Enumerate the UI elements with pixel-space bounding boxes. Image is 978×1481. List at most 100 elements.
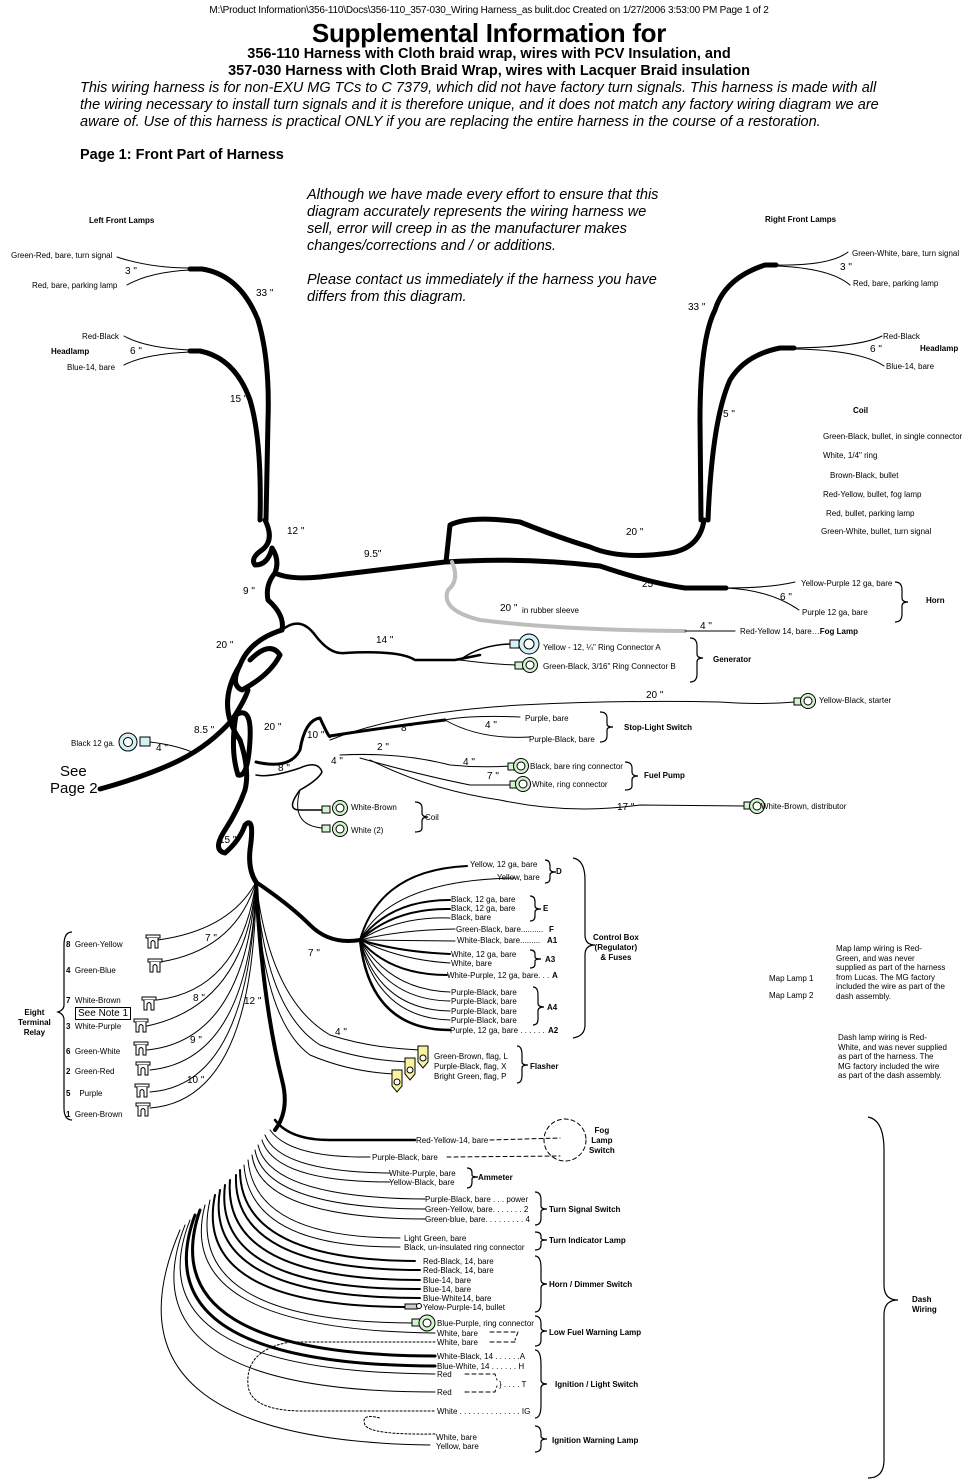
disclaimer-line: sell, error will creep in as the manufac… bbox=[307, 221, 627, 237]
brace-control-box bbox=[572, 857, 596, 1039]
relay-terminal-wire: Green-Blue bbox=[74, 966, 116, 975]
cb-wire-A4d: Purple-Black, bare bbox=[451, 1016, 517, 1025]
horn-dimmer-wire: Blue-White14, bare bbox=[423, 1294, 492, 1303]
len-25: 25 bbox=[642, 579, 654, 590]
len-4-fuel: 4 " bbox=[463, 757, 475, 768]
page-heading: Page 1: Front Part of Harness bbox=[80, 147, 284, 163]
len-20-b: 20 " bbox=[264, 722, 282, 733]
turn-switch-wire-2: Green-Yellow, bare. . . . . . . 2 bbox=[425, 1205, 529, 1214]
wire-lf-2 bbox=[200, 1204, 436, 1334]
relay-terminal-icon bbox=[133, 1018, 149, 1033]
label-right-hl-blue: Blue-14, bare bbox=[886, 362, 935, 371]
flasher-label: Flasher bbox=[530, 1062, 559, 1071]
right-front-lamps-heading: Right Front Lamps bbox=[765, 215, 837, 224]
control-box-label-line: (Regulator) bbox=[594, 943, 638, 952]
wire-cb-D2 bbox=[359, 877, 516, 941]
coil-list-item: Green-White, bullet, turn signal bbox=[821, 527, 932, 536]
ign-wire-A: White-Black, 14 . . . . . .A bbox=[437, 1352, 526, 1361]
len-9-relay: 9 " bbox=[190, 1035, 202, 1046]
ammeter-wire-1: White-Purple, bare bbox=[389, 1169, 456, 1178]
label-right-turn: Green-White, bare, turn signal bbox=[852, 249, 960, 258]
cb-wire-A1: White-Black, bare......... bbox=[457, 936, 541, 945]
wire-amm-2 bbox=[261, 1139, 391, 1183]
wire-hd-3 bbox=[228, 1179, 421, 1281]
wire-ig-red2 bbox=[173, 1224, 436, 1393]
len-right-6: 6 " bbox=[870, 344, 882, 355]
relay-terminal-wire: White-Brown bbox=[74, 996, 121, 1005]
wire-stop-purpleblack bbox=[444, 719, 531, 738]
harness-right-15 bbox=[705, 345, 797, 523]
wire-starter bbox=[329, 700, 796, 741]
relay-terminal-icon bbox=[135, 1061, 151, 1076]
turn-indicator-wire-2: Black, un-insulated ring connector bbox=[404, 1243, 525, 1252]
brace-turn-signal bbox=[534, 1191, 548, 1226]
harness-12-dash bbox=[254, 880, 287, 1132]
low-fuel-wire-2: White, bare bbox=[437, 1329, 478, 1338]
control-box-label-line: & Fuses bbox=[600, 953, 632, 962]
len-20-a: 20 " bbox=[216, 640, 234, 651]
brace-dash-wiring bbox=[867, 1116, 899, 1479]
brace-low-fuel bbox=[534, 1315, 548, 1347]
ign-wire-red2: Red bbox=[437, 1388, 452, 1397]
wire-right-park bbox=[775, 265, 851, 286]
len-14: 14 " bbox=[376, 635, 394, 646]
relay-label: Eight Terminal Relay bbox=[18, 1008, 51, 1038]
wire-relay-5 bbox=[149, 881, 257, 1093]
len-4-flasher: 4 " bbox=[335, 1027, 347, 1038]
wire-fuel-black bbox=[339, 753, 511, 768]
coil-wire-whitebrown: White-Brown bbox=[351, 803, 397, 812]
wire-fog-dash-2 bbox=[446, 1155, 561, 1158]
fog-lamp-wire-text: Red-Yellow 14, bare… bbox=[740, 627, 820, 636]
wire-gen-yellow bbox=[459, 643, 511, 661]
relay-terminal-number: 6 bbox=[66, 1047, 71, 1056]
relay-label-line: Terminal bbox=[18, 1018, 51, 1027]
generator-label: Generator bbox=[713, 655, 752, 664]
ring-connector-starter bbox=[793, 693, 816, 709]
len-20-right: 20 " bbox=[626, 527, 644, 538]
relay-terminals bbox=[133, 934, 163, 1117]
see-page-2-line2[interactable]: Page 2 bbox=[50, 780, 98, 797]
fog-switch-label-line: Lamp bbox=[591, 1136, 613, 1145]
stop-wire-purple: Purple, bare bbox=[525, 714, 569, 723]
harness-right-33 bbox=[697, 262, 779, 523]
horn-dimmer-label: Horn / Dimmer Switch bbox=[549, 1280, 633, 1289]
ign-wire-red1: Red bbox=[437, 1370, 452, 1379]
cb-wire-E1: Black, 12 ga, bare bbox=[451, 895, 516, 904]
dash-wiring-label: Dash Wiring bbox=[912, 1295, 937, 1315]
wire-iw-yellow bbox=[160, 1229, 431, 1446]
ign-warning-wire-1: White, bare bbox=[436, 1433, 477, 1442]
harness-rubber-sleeve bbox=[444, 560, 687, 633]
relay-terminal-icon bbox=[145, 934, 161, 949]
relay-terminal-icon bbox=[141, 996, 157, 1011]
disclaimer-line: changes/corrections and / or additions. bbox=[307, 238, 557, 254]
wire-hd-5 bbox=[217, 1189, 421, 1299]
flasher-wire-P: Bright Green, flag, P bbox=[434, 1072, 507, 1081]
see-note-1-box[interactable]: See Note 1 bbox=[75, 1007, 132, 1020]
wire-ti-2 bbox=[243, 1164, 401, 1248]
fog-switch-label-line: Fog bbox=[594, 1126, 610, 1135]
disclaimer: Although we have made every effort to en… bbox=[307, 187, 687, 306]
wire-cb-A2 bbox=[358, 938, 452, 1032]
wire-ts-3 bbox=[251, 1154, 426, 1220]
brace-stop bbox=[599, 711, 614, 743]
relay-label-line: Eight bbox=[24, 1008, 45, 1017]
see-page-2-line1[interactable]: See bbox=[60, 763, 87, 780]
wire-ig-dash bbox=[464, 1373, 498, 1393]
wire-gen-greenblack bbox=[459, 659, 516, 666]
harness-lower-trunk bbox=[216, 662, 259, 885]
wire-relay-6 bbox=[146, 881, 257, 1051]
wire-lf-dash-loop bbox=[247, 1341, 436, 1412]
wire-coil-white2 bbox=[297, 789, 323, 829]
intro-line: aware of. Use of this harness is practic… bbox=[80, 114, 821, 130]
brace-ignition bbox=[534, 1349, 548, 1419]
fuel-pump-label: Fuel Pump bbox=[644, 771, 685, 780]
cb-terminal-A2: A2 bbox=[548, 1026, 559, 1035]
fog-switch-wire-ry: Red-Yellow-14, bare bbox=[416, 1136, 489, 1145]
len-9: 9 " bbox=[243, 586, 255, 597]
fog-switch-wire-pb: Purple-Black, bare bbox=[372, 1153, 438, 1162]
cb-terminal-F: F bbox=[549, 925, 554, 934]
wire-cb-A4b bbox=[359, 939, 451, 1002]
coil-list-item: Brown-Black, bullet bbox=[830, 471, 899, 480]
harness-right-join bbox=[443, 516, 729, 591]
